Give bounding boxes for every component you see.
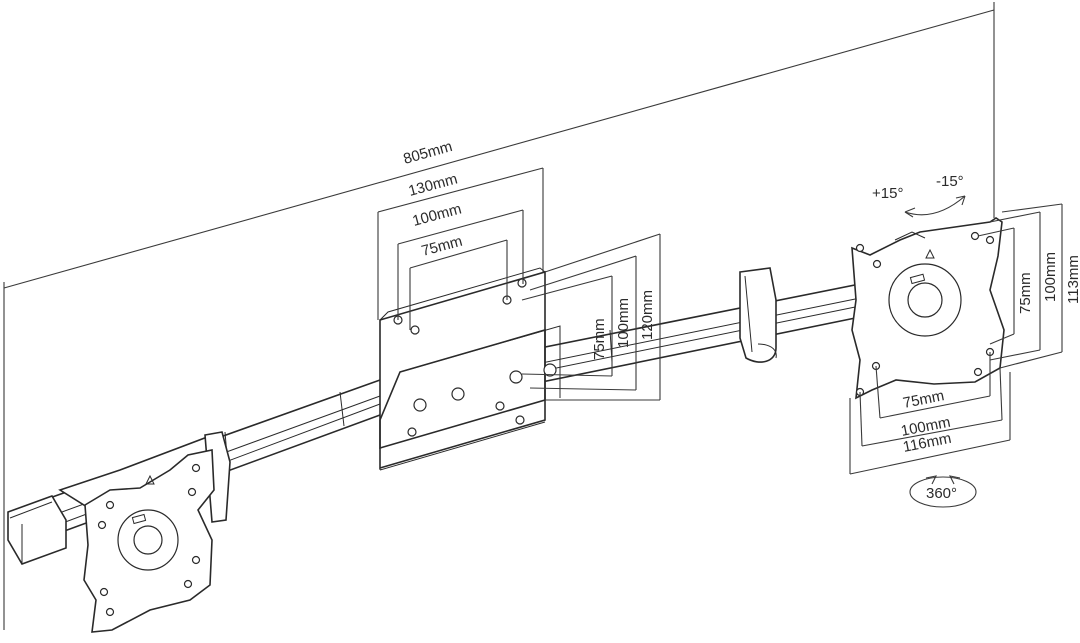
end-cap xyxy=(7,495,67,565)
center-height-75-label: 75mm xyxy=(591,318,608,360)
center-plate-height-dims xyxy=(521,233,661,401)
tilt-indicator xyxy=(904,195,966,218)
center-height-100-label: 100mm xyxy=(615,298,632,348)
center-height-120-label: 120mm xyxy=(639,290,656,340)
rotate-360-indicator xyxy=(909,475,977,508)
center-plate xyxy=(379,267,561,471)
tilt-up-label: +15° xyxy=(872,185,903,202)
right-plate-width-dims xyxy=(849,352,1011,475)
right-height-75-label: 75mm xyxy=(1017,272,1034,314)
center-width-130-label: 130mm xyxy=(407,170,460,199)
tilt-down-label: -15° xyxy=(936,173,964,190)
right-plate-height-dims xyxy=(977,203,1063,369)
right-width-75-label: 75mm xyxy=(902,387,946,412)
right-height-100-label: 100mm xyxy=(1042,252,1059,302)
right-vesa-plate xyxy=(851,217,1005,400)
overall-dimension xyxy=(3,2,995,630)
rotate-360-label: 360° xyxy=(926,485,957,502)
right-height-113-label: 113mm xyxy=(1065,255,1080,304)
center-width-100-label: 100mm xyxy=(411,200,464,229)
center-plate-width-dims xyxy=(377,167,544,330)
cable-clip xyxy=(739,267,777,363)
left-vesa-plate xyxy=(58,431,231,633)
